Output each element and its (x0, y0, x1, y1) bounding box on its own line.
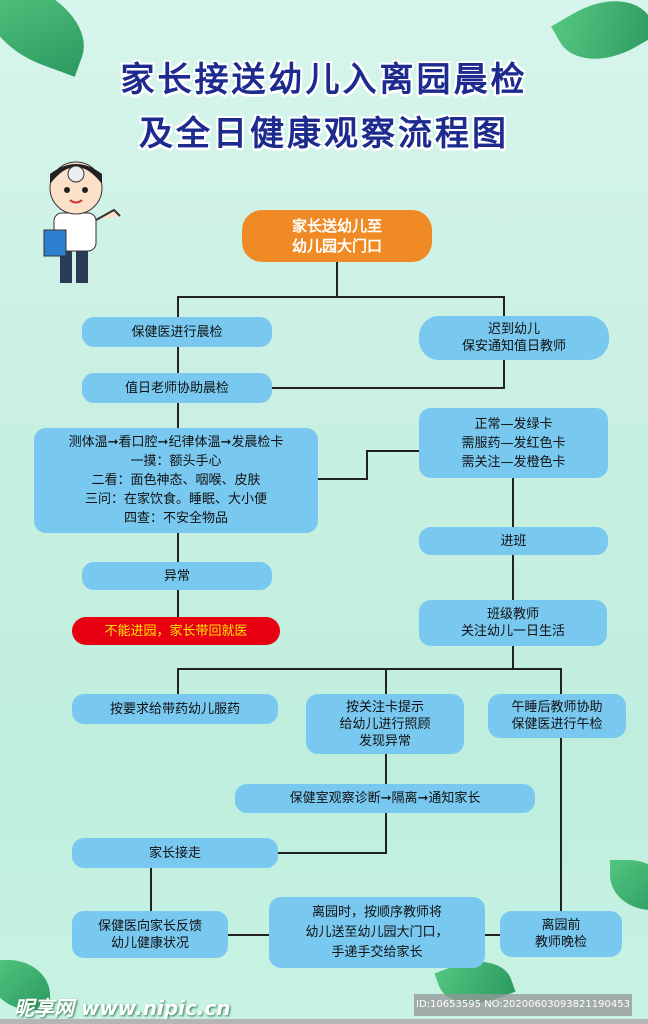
clinic-node: 保健室观察诊断➞隔离➞通知家长 (235, 784, 535, 813)
leaf-decoration (610, 860, 648, 910)
node-text: 按关注卡提示 (345, 699, 424, 715)
node-text: 正常—发绿卡 (474, 416, 553, 432)
node-text: 幼儿健康状况 (110, 935, 189, 951)
node-text: 三问：在家饮食。睡眠、大小便 (84, 492, 267, 507)
node-text: 班级教师 (486, 607, 539, 622)
abnormal-node: 异常 (82, 562, 272, 590)
bottom-bar (0, 1019, 648, 1024)
node-text: 手递手交给家长 (331, 944, 423, 960)
node-text: 离园前 (541, 918, 581, 933)
evening-check-node: 离园前教师晚检 (500, 911, 622, 957)
node-text: 四查：不安全物品 (123, 511, 228, 526)
enter-class-node: 进班 (419, 527, 608, 555)
node-text: 家长送幼儿至 (291, 217, 382, 235)
pickup-node: 家长接走 (72, 838, 278, 868)
node-text: 保健医进行午检 (511, 717, 603, 732)
nap-check-node: 午睡后教师协助保健医进行午检 (488, 694, 626, 738)
doctor-check-node: 保健医进行晨检 (82, 317, 272, 347)
node-text: 幼儿送至幼儿园大门口， (305, 924, 449, 940)
medicine-node: 按要求给带药幼儿服药 (72, 694, 278, 724)
leave-node: 离园时，按顺序教师将幼儿送至幼儿园大门口， 手递手交给家长 (269, 897, 485, 968)
class-teacher-node: 班级教师关注幼儿一日生活 (419, 600, 607, 646)
node-text: 关注幼儿一日生活 (460, 624, 565, 639)
check-steps-node: 测体温➞看口腔➞纪律体温➞发晨检卡一摸：额头手心二看：面色神态、咽喉、皮肤三问：… (34, 428, 318, 533)
node-text: 测体温➞看口腔➞纪律体温➞发晨检卡 (68, 435, 284, 450)
title-line-2: 及全日健康观察流程图 (139, 114, 509, 154)
node-text: 发现异常 (358, 733, 411, 749)
watermark-site: 昵享网 www.nipic.cn (14, 996, 231, 1020)
feedback-node: 保健医向家长反馈幼儿健康状况 (72, 911, 228, 958)
attention-card-node: 按关注卡提示给幼儿进行照顾发现异常 (306, 694, 464, 754)
node-text: 迟到幼儿 (487, 322, 540, 337)
late-child-node: 迟到幼儿保安通知值日教师 (419, 316, 609, 360)
refuse-entry-node: 不能进园，家长带回就医 (72, 617, 280, 645)
watermark-id: ID:10653595 NO:20200603093821190453 (414, 994, 632, 1016)
doctor-illustration (43, 161, 121, 283)
start-node: 家长送幼儿至幼儿园大门口 (242, 210, 432, 262)
node-text: 一摸：额头手心 (130, 454, 222, 469)
node-text: 保健医向家长反馈 (97, 918, 202, 934)
node-text: 二看：面色神态、咽喉、皮肤 (91, 473, 261, 488)
duty-teacher-node: 值日老师协助晨检 (82, 373, 272, 403)
node-text: 给幼儿进行照顾 (339, 716, 431, 732)
cards-node: 正常—发绿卡需服药—发红色卡需关注—发橙色卡 (419, 408, 608, 478)
node-text: 离园时，按顺序教师将 (311, 904, 442, 920)
node-text: 需服药—发红色卡 (461, 435, 566, 451)
node-text: 保安通知值日教师 (461, 339, 566, 354)
title-line-1: 家长接送幼儿入离园晨检 (120, 60, 528, 100)
node-text: 午睡后教师协助 (511, 700, 603, 715)
node-text: 教师晚检 (534, 935, 587, 950)
node-text: 需关注—发橙色卡 (461, 454, 566, 470)
node-text: 幼儿园大门口 (291, 237, 382, 255)
